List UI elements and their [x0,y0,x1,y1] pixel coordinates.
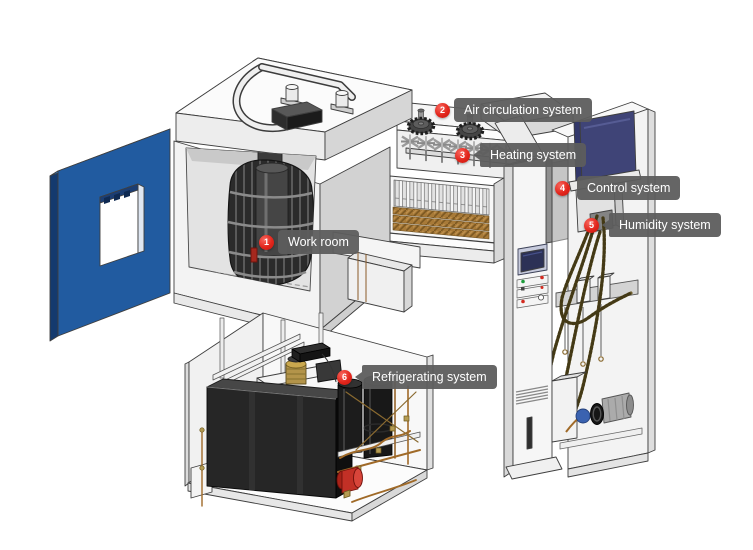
fixture-red-detail [250,247,258,263]
callout-control: 4 Control system [555,176,681,200]
frame-posts [212,312,324,389]
knob-icon [537,294,545,301]
callout-refrigerating: 6 Refrigerating system [337,365,497,389]
red-indicator-icon [521,299,525,304]
support-bar [555,279,639,308]
callout-humidity: 5 Humidity system [584,213,721,237]
callout-number-badge: 5 [584,217,599,233]
water-pump-assembly [551,371,643,450]
callout-number-badge: 3 [455,147,470,163]
drain-pump [336,466,363,499]
exchanger-coil-row [392,206,490,224]
refrigeration-unit [184,312,434,522]
red-indicator-icon [540,275,544,280]
control-column [503,154,563,480]
callout-label: Heating system [480,143,587,167]
door-slot [526,416,533,450]
callout-label: Refrigerating system [362,365,497,389]
compressor-motor-box [291,342,331,363]
callout-number-badge: 2 [435,102,450,118]
callout-label: Humidity system [609,213,721,237]
green-indicator-icon [521,279,525,284]
condenser-box [206,378,353,499]
pump-blue-housing [575,408,591,424]
control-buttons [516,274,549,309]
chamber-door [49,128,171,342]
exchanger-coil-row [392,222,490,240]
callout-label: Air circulation system [454,98,593,122]
callout-heating: 3 Heating system [455,143,587,167]
exchanger-plates [393,179,490,216]
lid-port [280,84,354,115]
callout-label: Work room [278,230,359,254]
callout-work-room: 1 Work room [259,230,359,254]
callout-label: Control system [577,176,681,200]
callout-number-badge: 4 [555,180,570,196]
exchanger-coil-row [392,214,490,232]
callout-air-circulation: 2 Air circulation system [435,98,593,122]
callout-pointer-icon [473,150,480,160]
callout-number-badge: 6 [337,369,352,385]
callout-number-badge: 1 [259,234,274,250]
vent-slots [515,385,549,405]
callout-pointer-icon [602,220,609,230]
lid-junction-box [271,101,323,131]
callout-pointer-icon [355,372,362,382]
